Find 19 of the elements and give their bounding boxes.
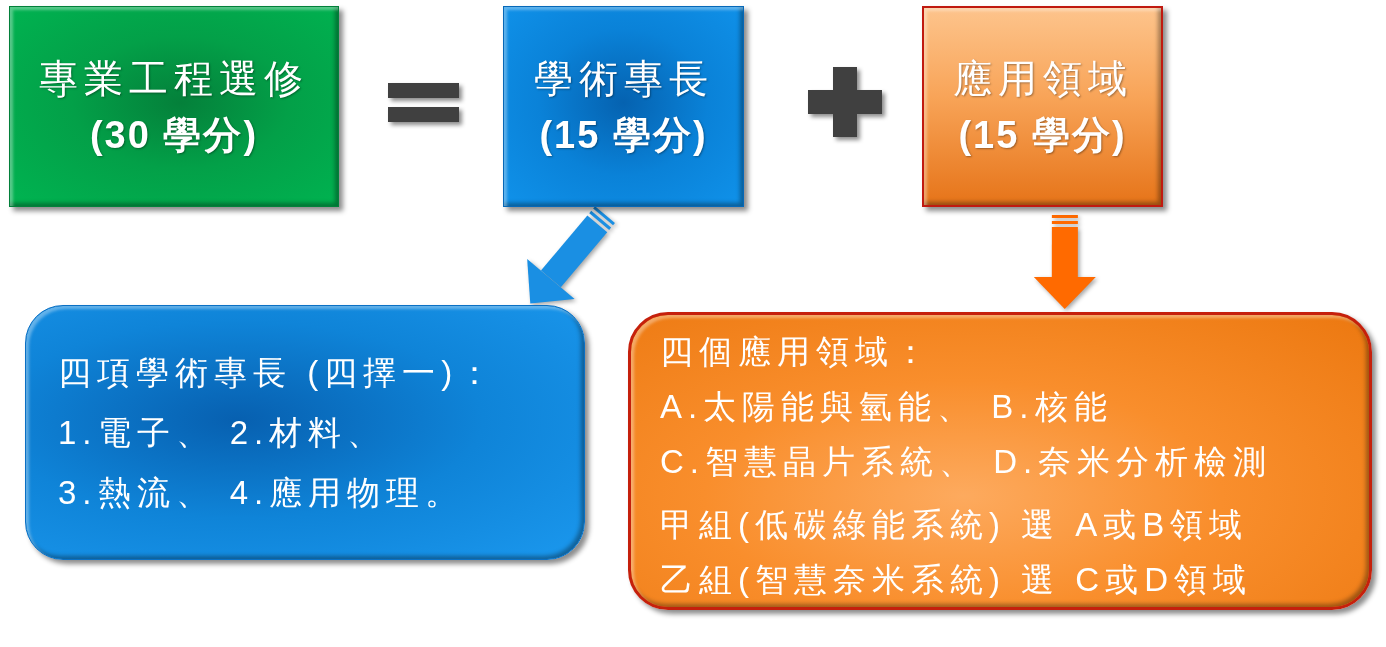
list-line: C.智慧晶片系統、 D.奈米分析檢測 (660, 442, 1273, 482)
rounded-panel (25, 305, 585, 560)
panel-heading: 四項學術專長 (四擇一)： (58, 352, 498, 393)
category-box (503, 6, 744, 207)
credit-label: (15 學分) (958, 112, 1127, 158)
box-title: 專業工程選修 (39, 55, 309, 102)
summary-box (9, 6, 339, 207)
list-line: 甲組(低碳綠能系統) 選 A或B領域 (660, 505, 1249, 545)
credit-label: (30 學分) (89, 112, 259, 158)
list-line: 乙組(智慧奈米系統) 選 C或D領域 (660, 560, 1252, 600)
list-line: A.太陽能與氫能、 B.核能 (660, 387, 1113, 427)
box-title: 應用領域 (952, 55, 1133, 102)
list-line: 1.電子、 2.材料、 (58, 412, 387, 453)
rounded-panel (628, 312, 1372, 610)
box-title: 學術專長 (533, 55, 714, 102)
credit-label: (15 學分) (539, 112, 708, 158)
panel-heading: 四個應用領域： (660, 332, 933, 372)
category-box (922, 6, 1163, 207)
list-line: 3.熱流、 4.應用物理。 (58, 472, 465, 513)
